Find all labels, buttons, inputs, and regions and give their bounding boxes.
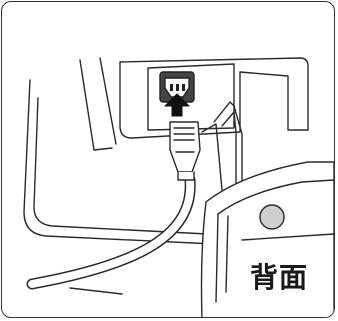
base-unit-inner — [217, 179, 334, 215]
base-unit-outer — [200, 161, 334, 317]
rear-label: 背面 — [250, 261, 309, 294]
base-unit-side — [215, 213, 219, 303]
power-inlet-icon — [159, 71, 195, 103]
rear-panel-illustration — [23, 57, 334, 317]
illustration-frame: 背面 — [1, 1, 335, 318]
base-round-button — [259, 204, 285, 230]
monitor-back-outline — [23, 79, 215, 245]
connector-panel-recess — [147, 63, 235, 131]
floor-line — [69, 287, 123, 295]
monitor-back-edge — [79, 59, 113, 151]
connector-panel — [119, 57, 309, 139]
power-cable-fill — [28, 176, 195, 288]
stand-bracket-inner — [221, 111, 237, 191]
stand-bracket-rib — [201, 123, 223, 191]
power-plug-icon — [169, 121, 201, 181]
stand-bracket — [213, 101, 243, 191]
insert-arrow-icon — [164, 93, 190, 117]
monitor-back-edge-2 — [99, 57, 117, 145]
base-unit-side-2 — [225, 215, 229, 293]
monitor-back-inner — [33, 97, 208, 235]
base-unit-shelf — [241, 233, 334, 241]
